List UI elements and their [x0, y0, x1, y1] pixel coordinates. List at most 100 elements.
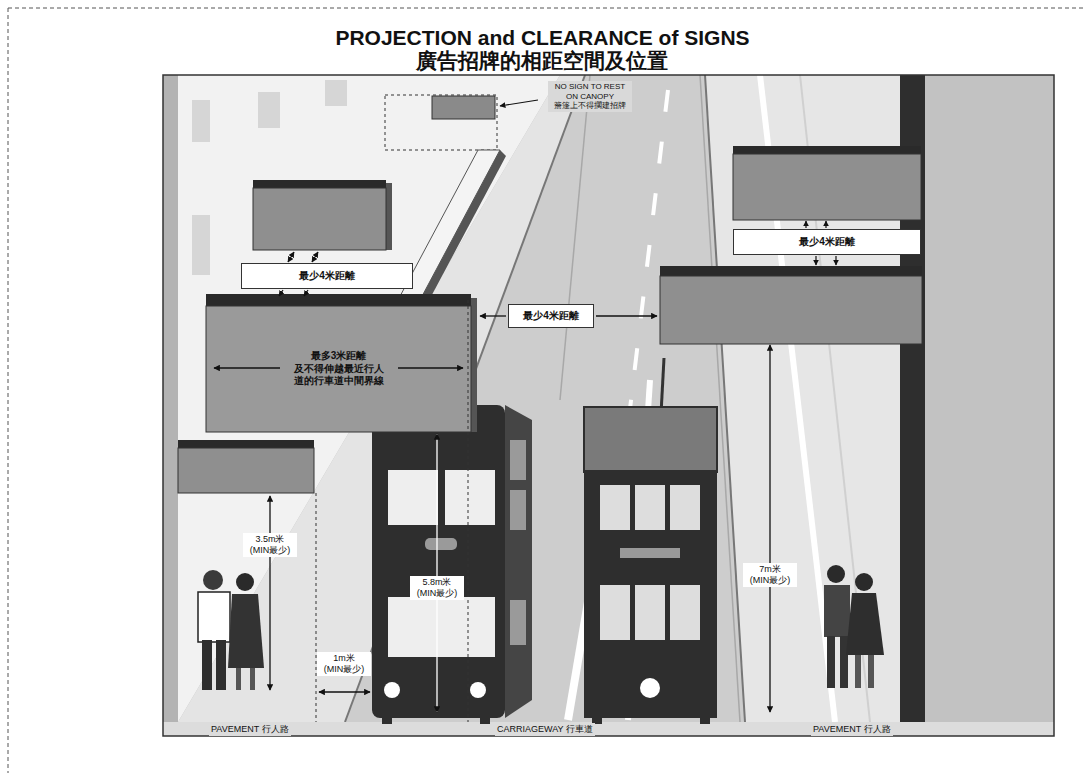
dimension-lines-part	[316, 493, 317, 722]
left-tram-part	[510, 600, 526, 645]
clearance-box: 最少4米距離	[508, 304, 594, 328]
dimension-lines-part	[288, 252, 294, 262]
dimension-lines-part	[312, 252, 318, 262]
sign-boards-part	[206, 306, 471, 432]
building-windows-part	[192, 100, 210, 142]
people-part	[216, 640, 226, 690]
node-text: 最多3米距離 及不得伸越最近行人 道的行車道中間界線	[280, 348, 398, 390]
right-tram-part	[640, 678, 660, 698]
people-part	[250, 668, 255, 690]
left-tram-part	[510, 440, 526, 480]
street-ground-part	[925, 75, 1054, 736]
people-part	[236, 668, 241, 690]
page-frame-part	[8, 8, 1085, 9]
sign-boards-part	[253, 180, 386, 188]
picture-border	[163, 75, 1054, 736]
node-text: 最少4米距離	[299, 270, 355, 283]
dimension-lines-part	[815, 256, 816, 265]
sign-boards-part	[733, 154, 921, 220]
right-tram	[584, 358, 717, 724]
picture-border-part	[163, 75, 1054, 736]
canopy-part	[432, 96, 495, 119]
ground-label: PAVEMENT 行人路	[811, 723, 893, 736]
building-windows-part	[192, 215, 210, 275]
dimension-lines-part	[436, 434, 437, 712]
dimension-lines	[214, 221, 836, 722]
dimension-label: 1m米 (MIN最少)	[317, 652, 371, 676]
sign-boards-part	[660, 276, 922, 344]
subtitle-text: 廣告招牌的相距空間及位置	[414, 47, 670, 74]
canopy-part	[398, 150, 500, 300]
street-ground-part	[163, 722, 1054, 736]
sign-boards-part	[386, 183, 392, 250]
street-ground-part	[163, 75, 178, 736]
node-text: 最少4米距離	[523, 310, 579, 323]
street-ground-part	[163, 75, 1054, 736]
people-part	[228, 594, 264, 668]
sign-boards-part	[253, 188, 386, 250]
left-tram-part	[510, 490, 526, 530]
right-tram-part	[584, 407, 717, 472]
page-frame	[8, 8, 1085, 773]
dimension-lines-part	[596, 315, 657, 316]
people-part	[855, 655, 861, 688]
right-tram-part	[670, 485, 700, 530]
left-tram-part	[505, 405, 532, 718]
clearance-box: 最少4米距離	[733, 229, 921, 255]
canopy-note: NO SIGN TO REST ON CANOPY 簷篷上不得擱建招牌	[548, 81, 632, 112]
right-tram-part	[600, 485, 630, 530]
people-part	[840, 636, 848, 688]
dimension-label: 3.5m米 (MIN最少)	[243, 533, 297, 557]
left-tram-part	[388, 597, 495, 657]
ground-label: PAVEMENT 行人路	[209, 723, 291, 736]
canopy-part	[420, 150, 506, 306]
dimension-lines-part	[304, 290, 308, 296]
title-text: PROJECTION and CLEARANCE of SIGNS	[0, 26, 1085, 50]
sign-boards-part	[733, 146, 921, 154]
left-tram-part	[382, 712, 392, 724]
left-tram-part	[388, 470, 438, 525]
right-tram-part	[635, 585, 665, 640]
node-text: 最少4米距離	[799, 236, 855, 249]
dimension-lines-part	[480, 315, 506, 316]
canopy-part	[385, 95, 497, 150]
page-frame-part	[8, 8, 9, 773]
sign-boards-part	[471, 298, 477, 432]
sign-boards-part	[178, 448, 314, 493]
people-part	[824, 585, 850, 637]
sign-boards-part	[660, 266, 922, 276]
dimension-lines-part	[769, 345, 770, 712]
people-part	[236, 573, 254, 591]
sign-boards	[178, 146, 922, 493]
left-tram-part	[425, 538, 457, 550]
dimension-lines-part	[835, 256, 836, 265]
right-tram-part	[584, 470, 717, 718]
people-part	[868, 655, 874, 688]
people-part	[855, 573, 873, 591]
right-tram-part	[700, 712, 710, 724]
left-tram-part	[470, 682, 486, 698]
sign-boards-part	[178, 440, 314, 448]
people-part	[827, 565, 845, 583]
dimension-label: 7m米 (MIN最少)	[743, 563, 797, 587]
left-tram-part	[384, 682, 400, 698]
left-tram-part	[480, 712, 490, 724]
canopy-part	[500, 100, 538, 106]
road-markings-part	[560, 75, 590, 400]
sign-boards-part	[206, 294, 471, 306]
left-tram-part	[372, 405, 505, 718]
people-part	[202, 640, 212, 690]
dimension-lines-part	[825, 221, 826, 228]
dimension-lines-part	[279, 290, 283, 296]
building-windows-part	[258, 92, 280, 128]
right-tram-part	[620, 548, 680, 558]
street-ground	[163, 75, 1054, 736]
road-markings	[560, 75, 740, 722]
people-part	[827, 636, 835, 688]
right-tram-part	[670, 585, 700, 640]
right-tram-part	[635, 485, 665, 530]
building-windows-part	[325, 80, 347, 106]
